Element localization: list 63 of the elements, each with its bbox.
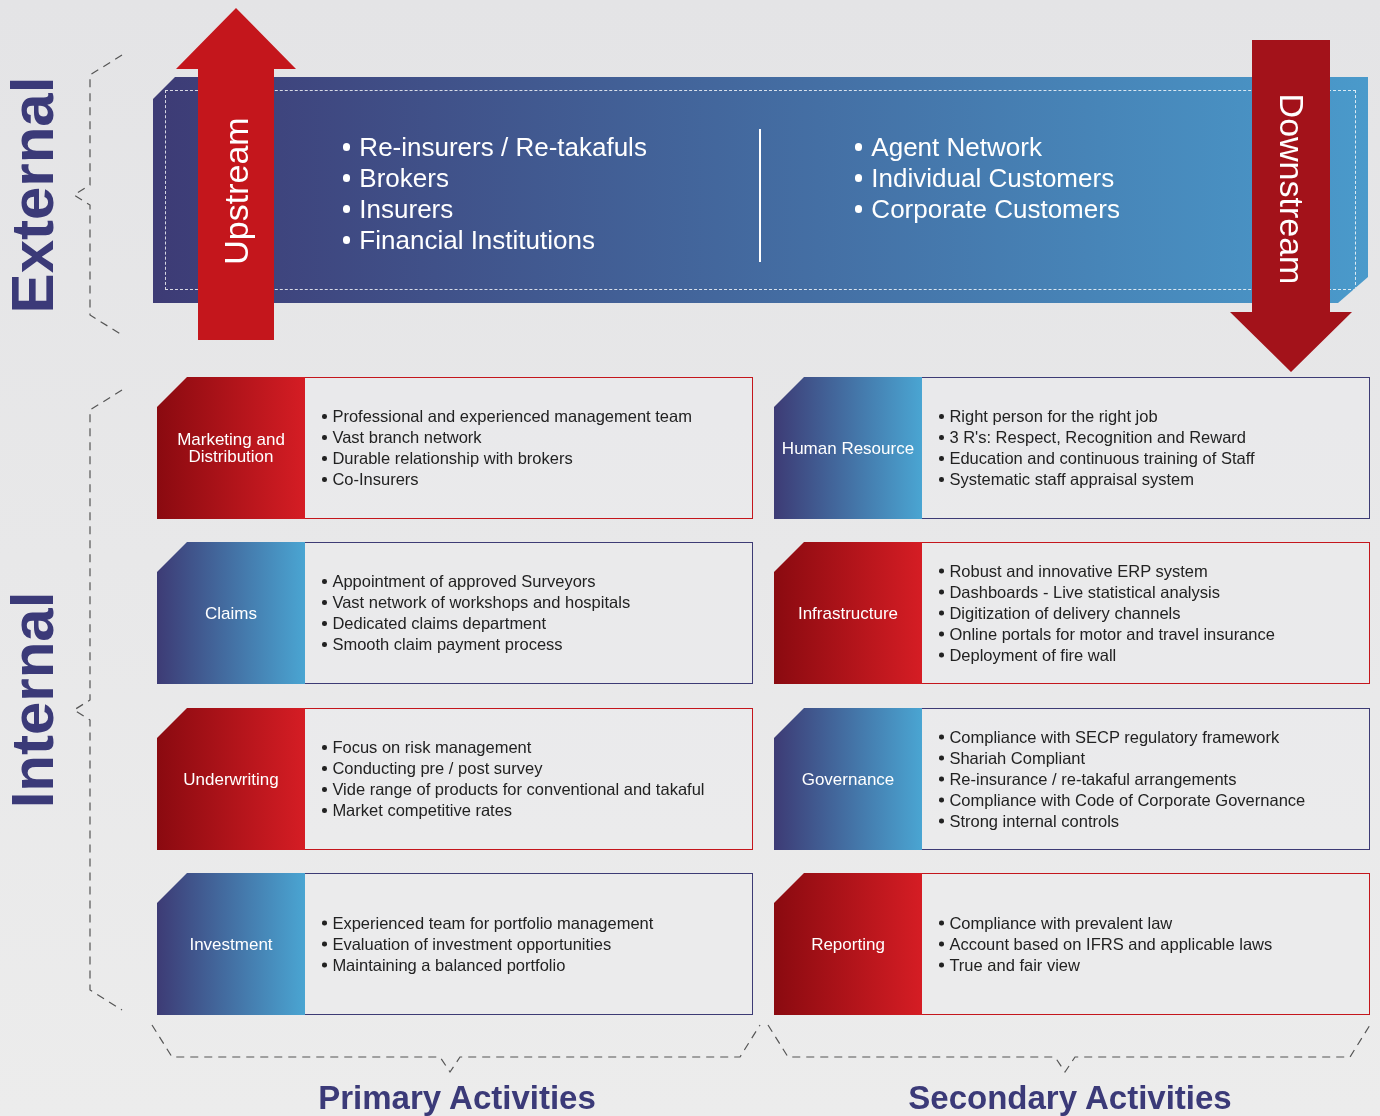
arrow-label: Downstream xyxy=(1271,93,1311,285)
bullet-item: Financial Institutions xyxy=(359,225,595,255)
bullet-item: Online portals for motor and travel insurance xyxy=(949,624,1275,643)
bullet-item: 3 R's: Respect, Recognition and Reward xyxy=(949,428,1246,446)
bullet-item: Individual Customers xyxy=(871,163,1115,193)
card-heading: Claims xyxy=(157,542,305,684)
arrow-label: Upstream xyxy=(216,116,256,265)
bullet-item: Professional and experienced management team xyxy=(332,407,692,425)
card-heading: Human Resource xyxy=(774,377,922,519)
bullet-item: Appointment of approved Surveyors xyxy=(332,572,596,590)
bullet-item: Compliance with SECP regulatory framework xyxy=(949,727,1280,746)
bullet-item: Dashboards - Live statistical analysis xyxy=(949,582,1220,601)
bullet-item: Conducting pre / post survey xyxy=(332,759,543,777)
bullet-item: Agent Network xyxy=(871,132,1042,162)
card-heading: Governance xyxy=(774,708,922,850)
activity-card xyxy=(774,873,1369,1015)
bullet-item: Vast network of workshops and hospitals xyxy=(332,593,631,611)
activity-card xyxy=(157,542,752,684)
arrow-shape xyxy=(1230,40,1352,372)
card-heading: Infrastructure xyxy=(774,542,922,684)
bullet-item: Brokers xyxy=(359,163,449,193)
activity-card xyxy=(157,377,752,519)
bullet-item: Vast branch network xyxy=(332,428,482,446)
bullet-item: Education and continuous training of Staff xyxy=(949,449,1255,467)
side-heading: External xyxy=(0,76,67,314)
activity-card xyxy=(774,377,1369,519)
column-heading: Primary Activities xyxy=(318,1079,596,1116)
activity-card xyxy=(157,873,752,1015)
bullet-item: Smooth claim payment process xyxy=(332,635,563,653)
bullet-item: Co-Insurers xyxy=(332,470,419,488)
bullet-item: Digitization of delivery channels xyxy=(949,603,1181,622)
card-heading: Underwriting xyxy=(157,708,305,850)
column-heading: Secondary Activities xyxy=(908,1079,1232,1116)
bullet-item: Vide range of products for conventional and takaful xyxy=(332,780,705,798)
bullet-item: Compliance with prevalent law xyxy=(949,913,1173,932)
bullet-item: Maintaining a balanced portfolio xyxy=(332,955,566,974)
card-heading: Investment xyxy=(157,873,305,1015)
activity-card xyxy=(774,542,1369,684)
bullet-item: Dedicated claims department xyxy=(332,614,547,632)
activity-card xyxy=(157,708,752,850)
bullet-item: Right person for the right job xyxy=(949,407,1158,425)
bullet-item: Re-insurance / re-takaful arrangements xyxy=(949,769,1237,788)
bullet-item: Evaluation of investment opportunities xyxy=(332,934,612,953)
side-heading: Internal xyxy=(0,591,67,809)
bullet-item: Strong internal controls xyxy=(949,811,1120,830)
bullet-item: Durable relationship with brokers xyxy=(332,449,573,467)
card-heading: Reporting xyxy=(774,873,922,1015)
bullet-item: Robust and innovative ERP system xyxy=(949,561,1208,580)
arrow-shape xyxy=(176,8,296,340)
card-heading: Marketing and Distribution xyxy=(157,377,305,519)
bullet-item: Insurers xyxy=(359,194,454,224)
bullet-item: Deployment of fire wall xyxy=(949,645,1117,664)
bullet-item: Systematic staff appraisal system xyxy=(949,470,1194,488)
bullet-item: Experienced team for portfolio management xyxy=(332,913,654,932)
bullet-item: Focus on risk management xyxy=(332,738,532,756)
bullet-item: Re-insurers / Re-takafuls xyxy=(359,132,647,162)
bullet-item: Compliance with Code of Corporate Governance xyxy=(949,790,1306,809)
activity-card xyxy=(774,708,1369,850)
bullet-item: True and fair view xyxy=(949,955,1080,974)
bullet-item: Corporate Customers xyxy=(871,194,1120,224)
bullet-item: Account based on IFRS and applicable laws xyxy=(949,934,1273,953)
bullet-item: Market competitive rates xyxy=(332,801,513,819)
bullet-item: Shariah Compliant xyxy=(949,748,1086,767)
